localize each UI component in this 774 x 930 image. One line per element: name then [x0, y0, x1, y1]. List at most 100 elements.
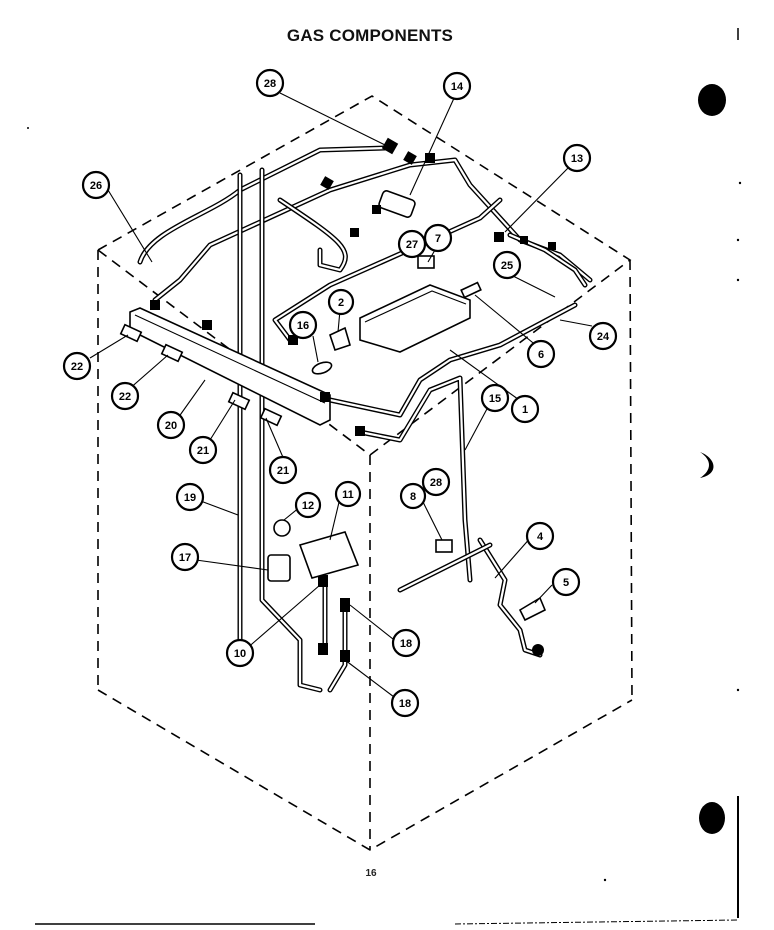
svg-text:22: 22: [119, 391, 131, 403]
fitting: [403, 151, 417, 165]
svg-text:11: 11: [342, 489, 354, 501]
callout-9: 14: [442, 71, 472, 101]
svg-text:5: 5: [563, 577, 569, 589]
svg-text:4: 4: [537, 531, 544, 543]
svg-text:7: 7: [435, 233, 441, 245]
fitting: [494, 232, 504, 242]
callout-2: 2: [327, 288, 355, 316]
callout-24: 28: [255, 68, 285, 98]
valve-22a: [119, 323, 143, 343]
svg-text:26: 26: [90, 180, 102, 192]
cabinet-outline: [96, 95, 633, 851]
fitting: [548, 242, 556, 250]
fitting: [340, 650, 350, 662]
callout-4: 4: [525, 521, 555, 551]
svg-text:18: 18: [399, 698, 411, 710]
callout-20: 20: [156, 410, 186, 440]
callout-11: 15: [480, 383, 510, 413]
callout-25: 25: [492, 250, 522, 280]
svg-text:27: 27: [406, 239, 418, 251]
callouts: 28 14 13 26 27 7 25 24 6 1 15 2 16 22 22…: [62, 68, 618, 718]
fitting: [288, 335, 298, 345]
callout-10: 13: [562, 143, 592, 173]
binder-marks: [27, 28, 742, 918]
bottom-rule-right: [454, 919, 739, 925]
callout-6: 6: [526, 339, 556, 369]
svg-text:21: 21: [277, 465, 289, 477]
safety-valve: [518, 596, 547, 622]
callout-14: 10: [225, 638, 255, 668]
svg-text:19: 19: [184, 492, 196, 504]
callout-21a: 21: [188, 435, 218, 465]
bracket: [329, 326, 351, 352]
svg-text:17: 17: [179, 552, 191, 564]
callout-22a: 22: [62, 351, 92, 381]
page-number: 16: [365, 868, 377, 879]
fitting: [381, 137, 399, 155]
svg-text:25: 25: [501, 260, 513, 272]
callout-15: 17: [170, 542, 200, 572]
fitting: [372, 205, 381, 214]
valve-knob: [532, 644, 544, 656]
callout-5: 5: [551, 567, 581, 597]
callout-7: 7: [423, 223, 453, 253]
clip: [311, 361, 333, 375]
svg-text:1: 1: [522, 404, 528, 416]
cabinet-bottom-edges: [97, 689, 633, 851]
svg-text:15: 15: [489, 393, 501, 405]
svg-text:28: 28: [264, 78, 276, 90]
callout-27: 27: [397, 229, 427, 259]
valve-21a: [227, 391, 251, 411]
fitting: [320, 392, 330, 402]
svg-text:22: 22: [71, 361, 83, 373]
callout-1: 1: [510, 394, 540, 424]
callout-17: 18: [390, 688, 420, 718]
svg-text:13: 13: [571, 153, 583, 165]
callout-23: 26: [81, 170, 111, 200]
callout-26: 24: [588, 321, 618, 351]
callout-22b: 22: [110, 381, 140, 411]
callout-18: 19: [175, 482, 205, 512]
fitting: [318, 643, 328, 655]
page-title: GAS COMPONENTS: [286, 26, 454, 45]
cabinet-right-edge: [629, 259, 633, 701]
thermostat-valve: [267, 554, 291, 582]
svg-text:8: 8: [410, 491, 416, 503]
components: [119, 137, 556, 662]
svg-text:6: 6: [538, 349, 544, 361]
ignitor-block: [417, 255, 435, 269]
knob: [273, 519, 291, 537]
pressure-regulator: [378, 190, 416, 218]
callout-8: 8: [399, 482, 427, 510]
svg-text:20: 20: [165, 420, 177, 432]
callout-19: 16: [288, 310, 318, 340]
svg-text:21: 21: [197, 445, 209, 457]
svg-text:2: 2: [338, 297, 344, 309]
fitting: [350, 228, 359, 237]
fitting: [202, 320, 212, 330]
leader-lines: [89, 92, 593, 701]
orifice: [460, 281, 482, 299]
fitting: [520, 236, 528, 244]
callout-12: 11: [334, 480, 362, 508]
fitting: [320, 176, 334, 190]
fitting: [340, 598, 350, 612]
svg-text:10: 10: [234, 648, 246, 660]
svg-text:12: 12: [302, 500, 314, 512]
gas-tubing: [137, 145, 593, 693]
svg-text:28: 28: [430, 477, 442, 489]
valve-21b: [259, 407, 283, 427]
callout-13: 12: [294, 491, 322, 519]
valve-22b: [160, 343, 184, 363]
spark-switch: [435, 539, 453, 553]
svg-text:24: 24: [597, 331, 610, 343]
svg-text:14: 14: [451, 81, 464, 93]
fitting: [150, 300, 160, 310]
callout-16: 18: [391, 628, 421, 658]
svg-text:18: 18: [400, 638, 412, 650]
svg-text:16: 16: [297, 320, 309, 332]
callout-21b: 21: [268, 455, 298, 485]
igniter: [298, 531, 360, 579]
fitting: [318, 575, 328, 587]
